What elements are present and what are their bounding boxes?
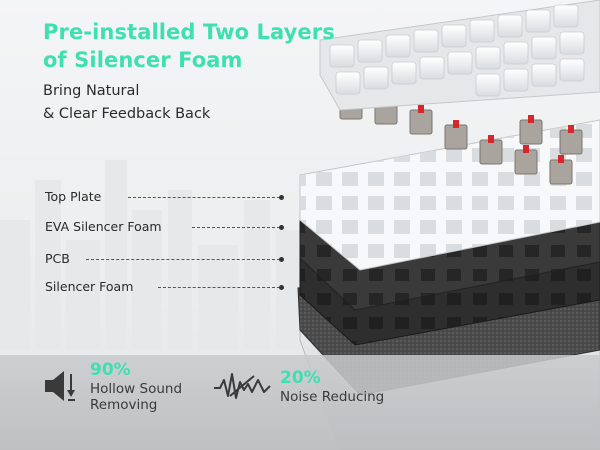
headline: Pre-installed Two Layers of Silencer Foa… (43, 18, 335, 74)
leader-eva-silencer-foam (192, 227, 280, 228)
headline-line-2: of Silencer Foam (43, 48, 243, 72)
subheadline-line-1: Bring Natural (43, 83, 140, 99)
stat-label-hollow-sound-2: Removing (90, 397, 158, 413)
headline-line-1: Pre-installed Two Layers (43, 20, 335, 44)
leader-dot-pcb (279, 257, 284, 262)
stat-label-noise-reducing: Noise Reducing (280, 389, 385, 405)
label-eva-silencer-foam: EVA Silencer Foam (45, 219, 162, 234)
subheadline: Bring Natural & Clear Feedback Back (43, 80, 210, 126)
stats-banner (0, 355, 600, 450)
stat-percent-noise-reducing: 20% (280, 368, 321, 388)
stat-percent-hollow-sound: 90% (90, 360, 131, 380)
label-silencer-foam: Silencer Foam (45, 279, 134, 294)
leader-pcb (86, 259, 280, 260)
sound-wave-icon (214, 373, 271, 399)
speaker-mute-icon (45, 371, 75, 401)
label-pcb: PCB (45, 251, 70, 266)
label-top-plate: Top Plate (45, 189, 102, 204)
leader-dot-top-plate (279, 195, 284, 200)
background-skyline (0, 160, 310, 350)
leader-top-plate (128, 197, 280, 198)
leader-dot-eva-silencer-foam (279, 225, 284, 230)
leader-dot-silencer-foam (279, 285, 284, 290)
subheadline-line-2: & Clear Feedback Back (43, 106, 211, 122)
stat-label-hollow-sound-1: Hollow Sound (90, 381, 183, 397)
leader-silencer-foam (158, 287, 280, 288)
